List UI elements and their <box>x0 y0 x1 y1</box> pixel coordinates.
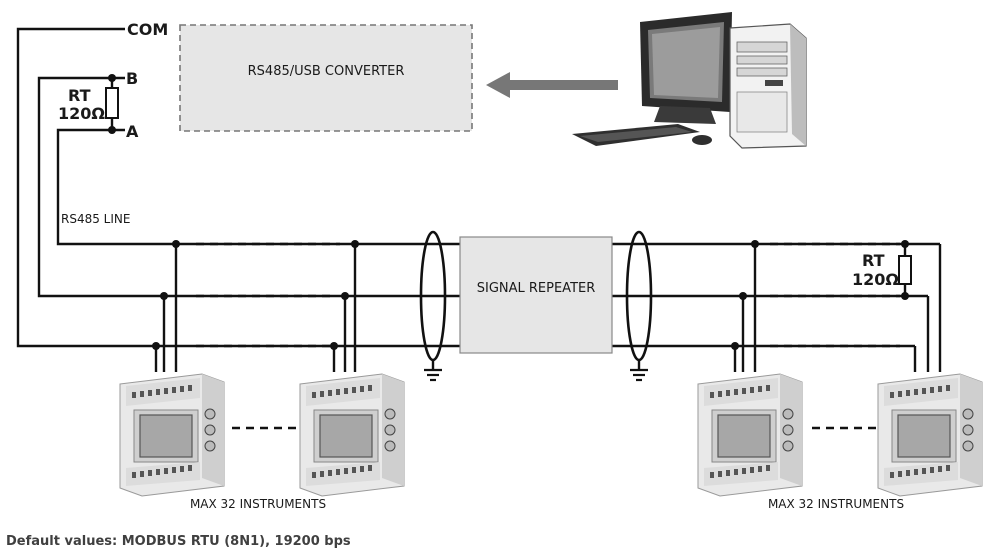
left-instruments-label: MAX 32 INSTRUMENTS <box>190 497 326 511</box>
right-rt-label: RT <box>862 251 885 270</box>
instrument-4 <box>877 373 983 497</box>
left-rt-label: RT <box>68 86 91 105</box>
left-cable-shield <box>419 230 447 382</box>
instrument-2 <box>299 373 405 497</box>
right-instrument-drops <box>731 240 942 372</box>
right-ground-icon <box>630 368 648 382</box>
converter-label: RS485/USB CONVERTER <box>248 64 405 79</box>
b-terminal-label: B <box>126 69 138 88</box>
left-resistance-label: 120Ω <box>58 104 105 123</box>
computer-icon <box>572 12 807 149</box>
left-termination-resistor <box>105 78 119 130</box>
instrument-3 <box>697 373 803 497</box>
repeater-label: SIGNAL REPEATER <box>477 281 596 296</box>
left-instrument-drops <box>152 240 359 372</box>
rs485-line-label: RS485 LINE <box>61 212 130 226</box>
right-bus-dashes <box>770 242 900 348</box>
right-resistance-label: 120Ω <box>852 270 899 289</box>
right-cable-shield <box>625 230 653 382</box>
a-terminal-label: A <box>126 122 139 141</box>
right-termination-resistor <box>898 240 912 300</box>
instrument-1 <box>119 373 225 497</box>
left-bus-dashes <box>196 242 340 348</box>
right-instruments-label: MAX 32 INSTRUMENTS <box>768 497 904 511</box>
usb-arrow <box>486 72 618 98</box>
left-ground-icon <box>424 368 442 382</box>
com-label: COM <box>127 20 168 39</box>
default-values-note: Default values: MODBUS RTU (8N1), 19200 … <box>6 534 351 549</box>
rs485-usb-converter: RS485/USB CONVERTER <box>179 24 473 132</box>
signal-repeater: SIGNAL REPEATER <box>459 236 613 354</box>
a-line <box>56 128 940 246</box>
